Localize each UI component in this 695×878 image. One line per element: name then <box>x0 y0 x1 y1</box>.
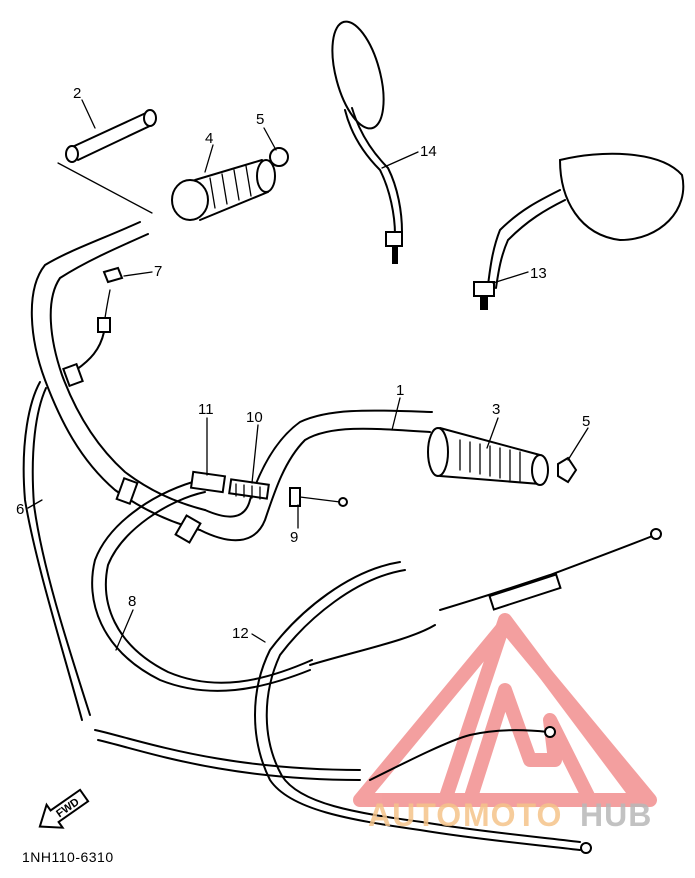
watermark-text: AUTO MOTO HUB <box>368 797 652 833</box>
callout-5-left: 5 <box>256 111 264 128</box>
callout-5-right: 5 <box>582 413 590 430</box>
handlebar <box>30 221 433 544</box>
callout-14: 14 <box>420 143 437 160</box>
forward-arrow: FWD <box>38 788 90 829</box>
callout-7: 7 <box>154 263 162 280</box>
leader-lines <box>27 99 589 651</box>
clutch-cable <box>22 381 91 721</box>
callout-13: 13 <box>530 265 547 282</box>
callout-11: 11 <box>198 401 214 418</box>
left-grip <box>171 159 276 221</box>
cable-adjuster-right <box>369 528 662 781</box>
callout-10: 10 <box>246 409 263 426</box>
right-grip <box>427 427 549 486</box>
callout-6: 6 <box>16 501 24 518</box>
callout-4: 4 <box>205 130 213 147</box>
throttle-housing <box>189 470 348 507</box>
callout-3: 3 <box>492 401 500 418</box>
callout-2: 2 <box>73 85 81 102</box>
watermark-hub: HUB <box>580 797 652 833</box>
callout-1: 1 <box>396 382 404 399</box>
throttle-cable-12 <box>254 561 592 854</box>
watermark-moto: MOTO <box>463 797 562 833</box>
callout-8: 8 <box>128 593 136 610</box>
mirror-left <box>331 20 403 264</box>
mirror-right <box>473 152 685 310</box>
part-code: 1NH110-6310 <box>22 849 114 865</box>
callout-12: 12 <box>232 625 249 642</box>
grip-end-cap-right <box>557 456 578 484</box>
callout-9: 9 <box>290 529 298 546</box>
watermark-logo <box>353 613 657 807</box>
screw <box>62 266 124 388</box>
watermark-auto: AUTO <box>368 797 462 833</box>
callout-labels: 1 2 3 4 5 5 6 7 8 9 10 11 12 13 14 <box>16 85 590 642</box>
grip-end-cap-left <box>269 147 289 167</box>
throttle-cable-8 <box>91 479 436 781</box>
bar-end-weight <box>57 109 157 214</box>
